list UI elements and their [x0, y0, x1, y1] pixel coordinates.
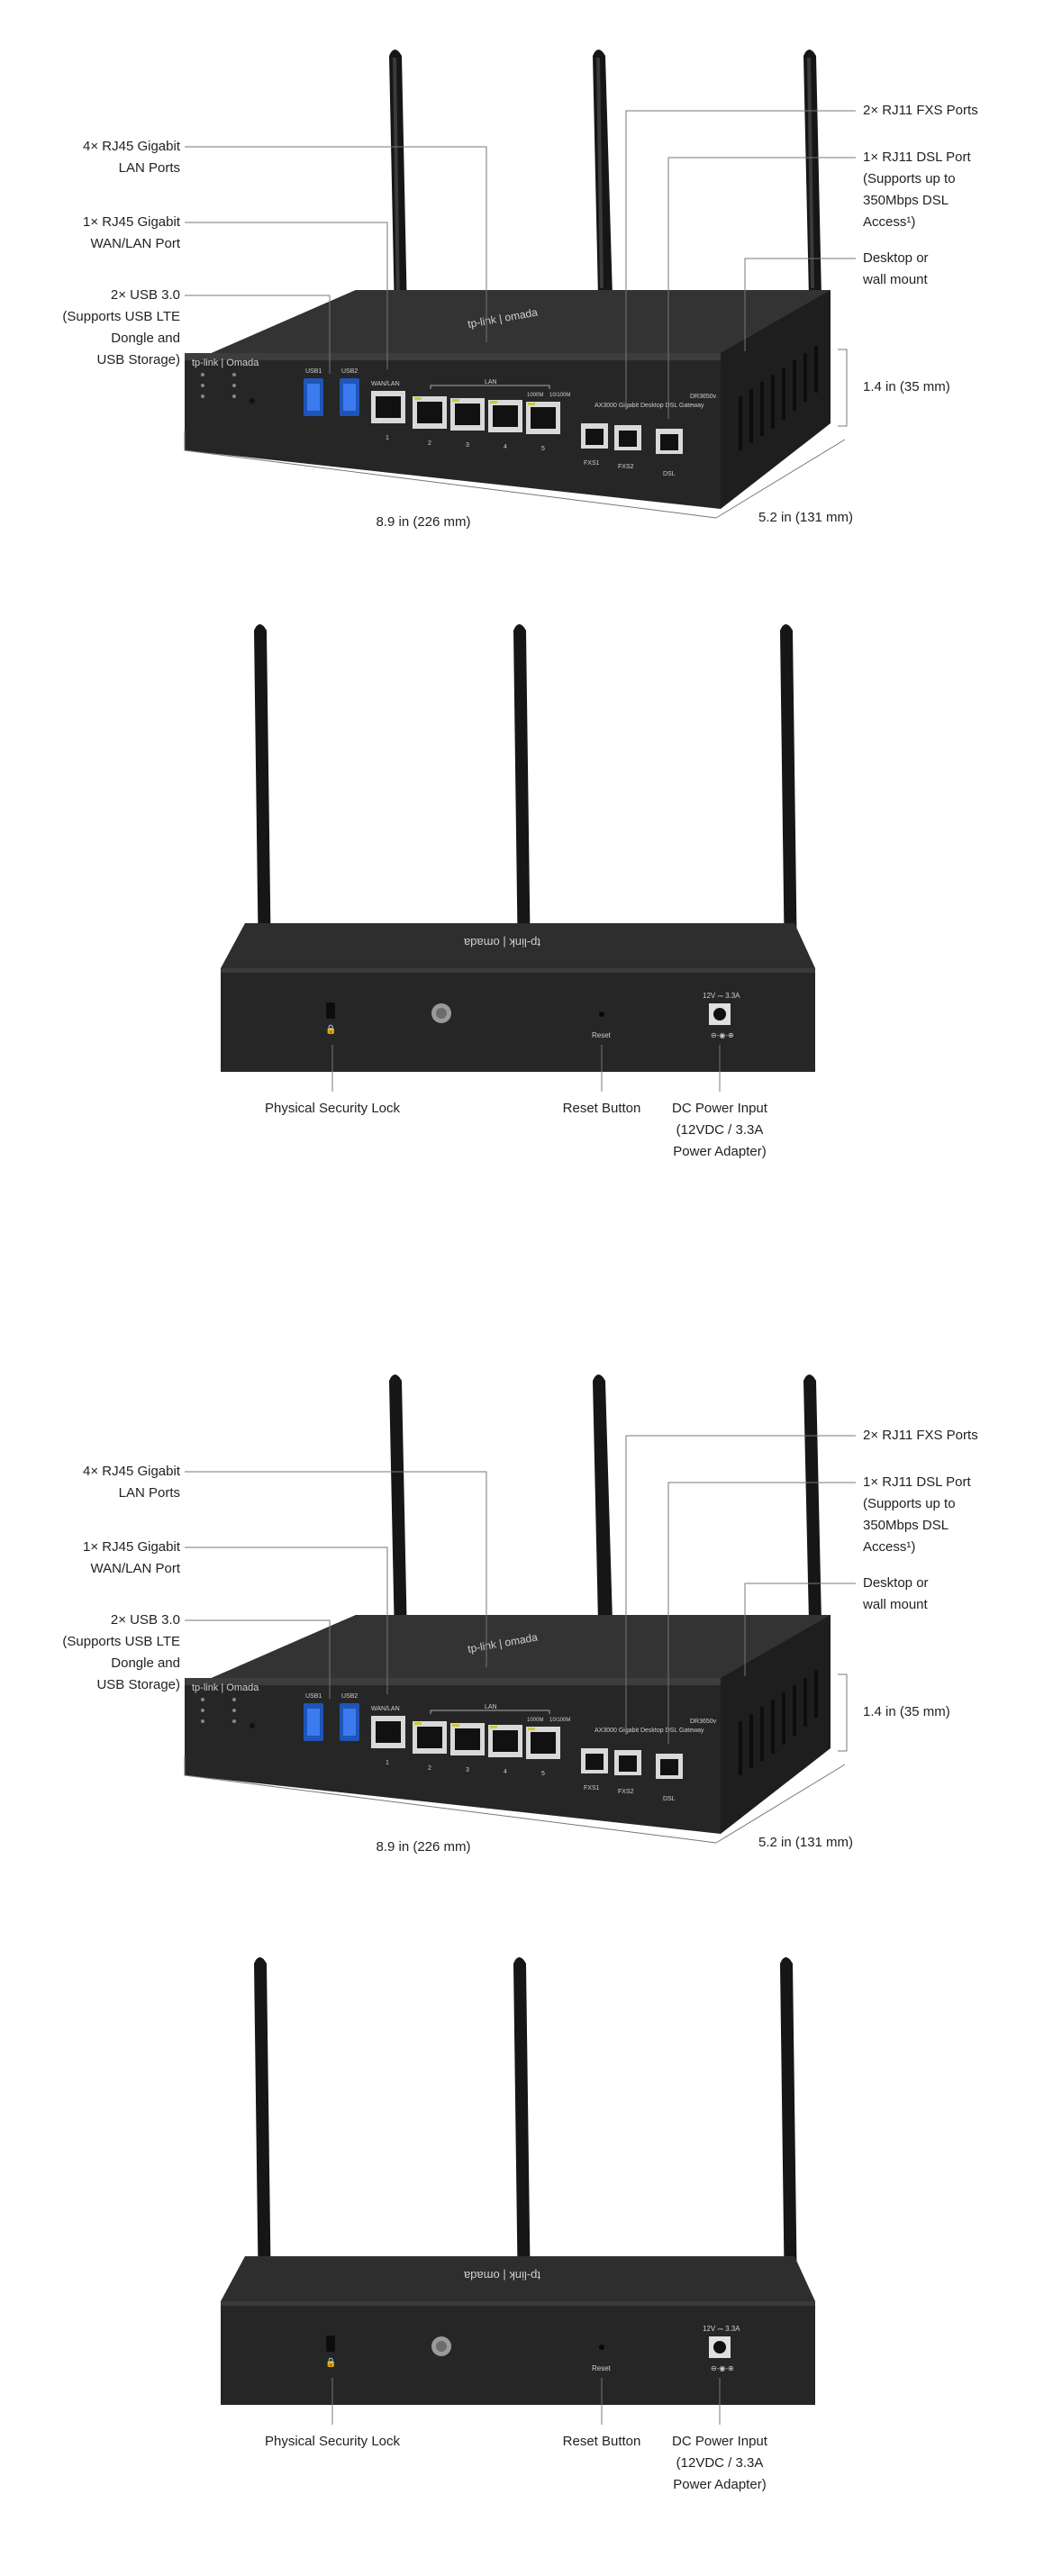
label-dsl-port: 1× RJ11 DSL Port (Supports up to 350Mbps… — [863, 150, 971, 230]
label-usb: 2× USB 3.0 (Supports USB LTE Dongle and … — [62, 287, 180, 367]
label-dsl-port: 1× RJ11 DSL Port (Supports up to 350Mbps… — [863, 1474, 971, 1555]
label-security-lock: Physical Security Lock — [264, 2434, 401, 2449]
label-height: 1.4 in (35 mm) — [863, 1704, 950, 1719]
label-wan-port: 1× RJ45 Gigabit WAN/LAN Port — [83, 214, 180, 251]
lock-slot-icon — [326, 2336, 335, 2352]
antenna-icon — [593, 50, 613, 297]
lan-label: LAN — [485, 1704, 497, 1710]
label-reset: Reset Button — [562, 1101, 641, 1116]
port-number: 2 — [428, 1765, 431, 1772]
antenna-icon — [389, 50, 407, 315]
label-wan-port: 1× RJ45 Gigabit WAN/LAN Port — [83, 1539, 180, 1576]
usb2-label: USB2 — [341, 1693, 358, 1700]
fxs1-label: FXS1 — [584, 460, 600, 467]
speed2-label: 10/100M — [549, 1718, 570, 1723]
antenna-icon — [389, 1374, 407, 1640]
wanlan-label: WAN/LAN — [371, 1706, 400, 1712]
port-number: 2 — [428, 440, 431, 447]
label-fxs-ports: 2× RJ11 FXS Ports — [863, 103, 978, 118]
led-indicators — [201, 1698, 255, 1728]
usb1-label: USB1 — [305, 1693, 322, 1700]
power-rating-text: 12V ⎓ 3.3A — [703, 2325, 740, 2333]
leader-lines — [184, 110, 856, 519]
antenna-icon — [803, 1374, 822, 1622]
power-rating-text: 12V ⎓ 3.3A — [703, 992, 740, 1000]
chassis-top — [221, 2256, 815, 2301]
back-view-drawing: tp-link | omada 🔒 Reset 12V ⎓ 3.3A ⊖-◉-⊕ — [221, 624, 815, 1092]
brand-logo: tp-link | Omada — [192, 358, 259, 368]
port-number: 1 — [386, 435, 389, 441]
antenna-icon — [593, 1374, 613, 1622]
reset-text: Reset — [592, 1031, 612, 1039]
model-description: AX3000 Gigabit Desktop DSL Gateway — [595, 1728, 704, 1734]
chassis-side — [721, 290, 831, 509]
port-number: 5 — [541, 446, 545, 452]
usb2-label: USB2 — [341, 368, 358, 375]
lock-symbol-icon: 🔒 — [325, 1024, 336, 1035]
lan-ports — [413, 396, 560, 434]
port-number: 3 — [466, 1767, 469, 1773]
port-number: 4 — [504, 1769, 507, 1775]
wanlan-label: WAN/LAN — [371, 381, 400, 387]
fxs1-label: FXS1 — [584, 1785, 600, 1791]
chassis-top — [221, 923, 815, 968]
lock-slot-icon — [326, 1002, 335, 1019]
fxs2-label: FXS2 — [618, 464, 634, 470]
label-lan-ports: 4× RJ45 Gigabit LAN Ports — [83, 1464, 180, 1501]
model-name: DR3650v — [690, 394, 717, 400]
label-security-lock: Physical Security Lock — [264, 1101, 401, 1116]
figure-2: tp-link | omada tp-link | Omada USB1 USB… — [0, 1365, 1053, 2576]
port-number: 4 — [504, 444, 507, 450]
leader-lines — [331, 1045, 721, 1092]
chassis-side — [721, 1615, 831, 1834]
polarity-icon: ⊖-◉-⊕ — [711, 2364, 734, 2372]
brand-logo: tp-link | Omada — [192, 1683, 259, 1693]
lan-ports — [413, 1721, 560, 1759]
reset-pinhole — [599, 1011, 604, 1017]
label-mount: Desktop or wall mount — [863, 1575, 929, 1612]
dsl-label: DSL — [663, 471, 676, 477]
port-number: 1 — [386, 1760, 389, 1766]
speed2-label: 10/100M — [549, 393, 570, 398]
front-view-drawing: tp-link | omada tp-link | Omada USB1 USB… — [184, 1374, 856, 1844]
usb1-label: USB1 — [305, 368, 322, 375]
fxs2-label: FXS2 — [618, 1789, 634, 1795]
reset-text: Reset — [592, 2364, 612, 2372]
label-power: DC Power Input (12VDC / 3.3A Power Adapt… — [672, 1101, 767, 1159]
polarity-icon: ⊖-◉-⊕ — [711, 1031, 734, 1039]
figure-1: tp-link | omada tp-link | Omada USB1 USB… — [62, 50, 978, 1159]
label-width: 8.9 in (226 mm) — [376, 1839, 471, 1855]
leader-lines — [184, 1435, 856, 1844]
label-reset: Reset Button — [562, 2434, 641, 2449]
lan-label: LAN — [485, 379, 497, 385]
lock-symbol-icon: 🔒 — [325, 2357, 336, 2368]
led-indicators — [201, 373, 255, 404]
label-depth: 5.2 in (131 mm) — [758, 510, 854, 525]
port-number: 5 — [541, 1771, 545, 1777]
label-width: 8.9 in (226 mm) — [376, 514, 471, 530]
reset-pinhole — [599, 2345, 604, 2350]
model-description: AX3000 Gigabit Desktop DSL Gateway — [595, 403, 704, 409]
leader-lines — [331, 2378, 721, 2425]
label-fxs-ports: 2× RJ11 FXS Ports — [863, 1428, 978, 1443]
label-height: 1.4 in (35 mm) — [863, 379, 950, 395]
label-usb: 2× USB 3.0 (Supports USB LTE Dongle and … — [62, 1612, 180, 1692]
top-logo-mirrored: tp-link | omada — [463, 2269, 540, 2282]
model-name: DR3650v — [690, 1719, 717, 1725]
label-power: DC Power Input (12VDC / 3.3A Power Adapt… — [672, 2434, 767, 2492]
dsl-label: DSL — [663, 1796, 676, 1802]
antenna-icon — [803, 50, 822, 297]
label-depth: 5.2 in (131 mm) — [758, 1835, 854, 1850]
back-view-drawing: tp-link | omada 🔒 Reset 12V ⎓ 3.3A ⊖-◉-⊕ — [221, 1957, 815, 2425]
speed1-label: 1000M — [527, 393, 543, 398]
top-logo-mirrored: tp-link | omada — [463, 936, 540, 949]
front-view-drawing: tp-link | omada tp-link | Omada USB1 USB… — [184, 50, 856, 519]
speed1-label: 1000M — [527, 1718, 543, 1723]
label-lan-ports: 4× RJ45 Gigabit LAN Ports — [83, 139, 180, 176]
label-mount: Desktop or wall mount — [863, 250, 929, 287]
port-number: 3 — [466, 442, 469, 449]
